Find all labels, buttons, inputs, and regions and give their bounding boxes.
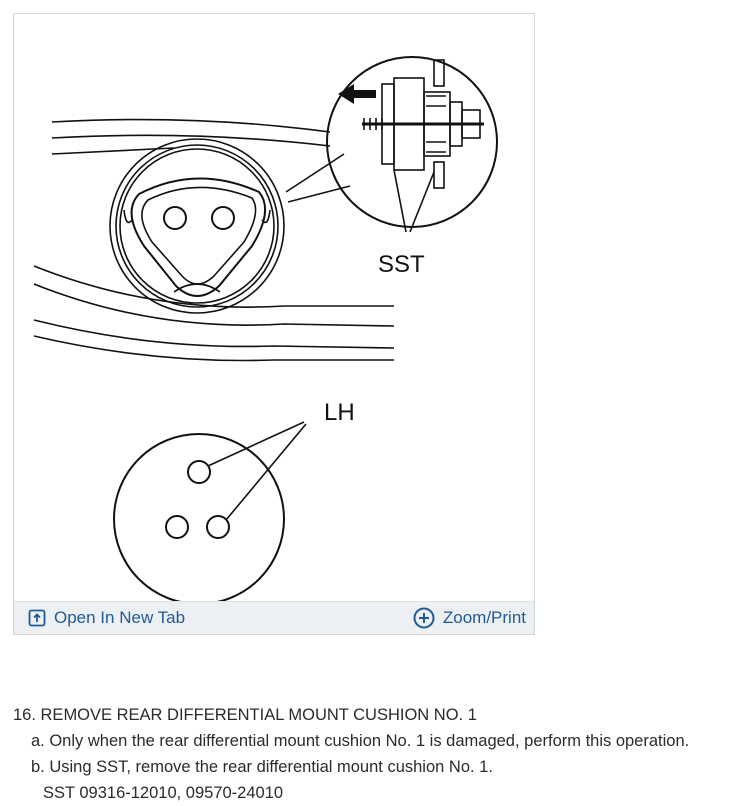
detail-magnifier-circle <box>326 56 498 228</box>
frame-rail-line <box>51 134 331 147</box>
ring-detail <box>261 209 271 224</box>
sst-pointer-line <box>393 169 407 233</box>
frame-rail-line <box>51 118 331 133</box>
zoom-print-label: Zoom/Print <box>442 608 526 627</box>
step-b: b. Using SST, remove the rear differenti… <box>31 758 493 776</box>
sst-bracket <box>433 59 445 87</box>
zoom-print-button[interactable]: Zoom/Print <box>413 602 526 634</box>
frame-rail-line <box>33 319 395 349</box>
triangular-bracket <box>130 177 267 297</box>
diagram-illustration[interactable]: SST LH <box>14 14 534 604</box>
zoom-plus-icon <box>413 607 435 629</box>
callout-line <box>285 153 345 193</box>
figure-toolbar: Open In New Tab Zoom/Print <box>14 601 534 634</box>
mount-outer-ring <box>109 138 285 314</box>
procedure-steps: 16. REMOVE REAR DIFFERENTIAL MOUNT CUSHI… <box>13 702 741 806</box>
frame-rail-line <box>51 147 175 155</box>
frame-rail-line <box>33 335 394 362</box>
figure-card: SST LH Open In New Tab Zoom/Print <box>13 13 535 635</box>
sst-bracket <box>433 161 445 189</box>
direction-arrow-icon <box>338 84 376 104</box>
lh-bolt-hole <box>187 460 211 484</box>
bolt-hole <box>163 206 187 230</box>
sst-numbers: SST 09316-12010, 09570-24010 <box>43 784 284 802</box>
sst-pointer-line <box>409 171 435 233</box>
frame-rail-line <box>33 283 395 327</box>
sst-hatching <box>426 95 446 153</box>
frame-rail-line <box>33 265 394 308</box>
lh-pointer-line <box>225 423 307 521</box>
callout-line <box>287 185 351 203</box>
step-a: a. Only when the rear differential mount… <box>31 732 690 750</box>
ring-detail <box>123 209 133 224</box>
mount-outer-ring <box>119 148 275 304</box>
bolt-hole <box>211 206 235 230</box>
open-in-new-tab-button[interactable]: Open In New Tab <box>28 602 185 634</box>
lh-plate-circle <box>113 433 285 604</box>
step-title: 16. REMOVE REAR DIFFERENTIAL MOUNT CUSHI… <box>13 706 477 724</box>
sst-thread <box>363 118 383 130</box>
sst-nut <box>461 109 481 139</box>
open-in-new-tab-label: Open In New Tab <box>54 608 186 627</box>
mount-outer-ring <box>115 144 279 308</box>
lh-bolt-hole <box>206 515 230 539</box>
ring-detail <box>173 283 221 293</box>
lh-bolt-hole <box>165 515 189 539</box>
sst-label: SST <box>378 251 425 278</box>
triangular-bracket <box>141 186 257 285</box>
open-in-new-tab-icon <box>28 609 46 627</box>
lh-label: LH <box>324 399 355 426</box>
lh-pointer-line <box>207 421 305 467</box>
